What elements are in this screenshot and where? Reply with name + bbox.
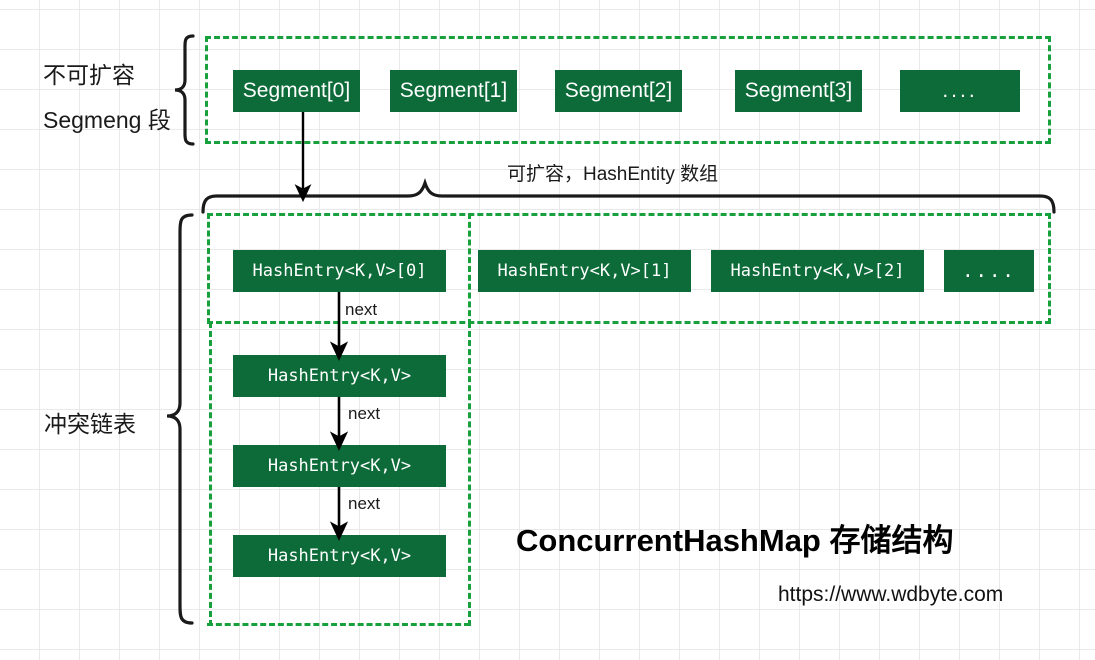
chain-group-label: 冲突链表 — [44, 411, 136, 437]
hash-entry-box-ellipsis[interactable]: .... — [944, 250, 1034, 292]
hash-entry-label: HashEntry<K,V>[1] — [497, 261, 672, 281]
segment-box-2[interactable]: Segment[2] — [555, 70, 682, 112]
chain-group-brace — [166, 213, 194, 625]
hash-entry-label: HashEntry<K,V>[2] — [730, 261, 905, 281]
segment-label: Segment[2] — [564, 79, 673, 102]
chain-node-1[interactable]: HashEntry<K,V> — [233, 445, 446, 487]
hashentity-group-frame — [207, 213, 1051, 324]
chain-node-0[interactable]: HashEntry<K,V> — [233, 355, 446, 397]
hashentity-group-label: 可扩容，HashEntity 数组 — [507, 164, 719, 185]
segment-box-ellipsis[interactable]: .... — [900, 70, 1020, 112]
hashentity-group-brace — [201, 177, 1056, 214]
next-label-2: next — [348, 494, 381, 513]
next-label-0: next — [345, 300, 378, 319]
segment-box-3[interactable]: Segment[3] — [735, 70, 862, 112]
segment-box-1[interactable]: Segment[1] — [390, 70, 517, 112]
segment-label: Segment[0] — [242, 79, 351, 102]
hash-entry-box-1[interactable]: HashEntry<K,V>[1] — [478, 250, 691, 292]
hash-entry-box-2[interactable]: HashEntry<K,V>[2] — [711, 250, 924, 292]
segment-group-frame — [205, 36, 1051, 144]
hash-entry-label: .... — [962, 260, 1016, 282]
chain-group-left-line — [209, 322, 212, 626]
chain-group-bottom-line — [207, 623, 470, 626]
segment-label: Segment[3] — [744, 79, 853, 102]
segment-label: .... — [942, 79, 978, 102]
diagram-title: ConcurrentHashMap 存储结构 — [516, 523, 954, 558]
hash-entry-box-0[interactable]: HashEntry<K,V>[0] — [233, 250, 446, 292]
segment-group-label-line1: 不可扩容 — [43, 62, 135, 88]
chain-group-right-line — [468, 322, 471, 626]
segment-label: Segment[1] — [399, 79, 508, 102]
segment-group-label-line2: Segmeng 段 — [43, 107, 171, 133]
chain-group-divider-line — [468, 213, 471, 325]
hash-entry-label: HashEntry<K,V>[0] — [252, 261, 427, 281]
next-label-1: next — [348, 404, 381, 423]
chain-node-label: HashEntry<K,V> — [267, 546, 412, 566]
source-url: https://www.wdbyte.com — [778, 583, 1004, 606]
segment-group-brace — [174, 34, 195, 146]
chain-node-label: HashEntry<K,V> — [267, 366, 412, 386]
chain-node-2[interactable]: HashEntry<K,V> — [233, 535, 446, 577]
segment-box-0[interactable]: Segment[0] — [233, 70, 360, 112]
chain-node-label: HashEntry<K,V> — [267, 456, 412, 476]
